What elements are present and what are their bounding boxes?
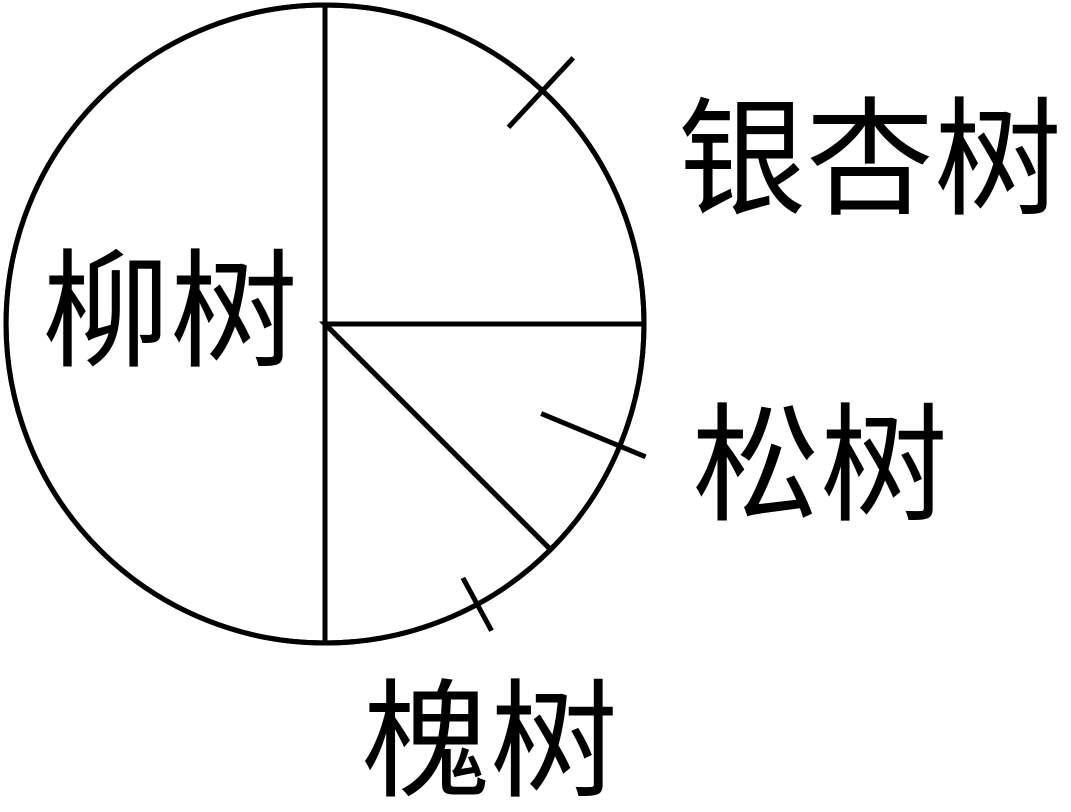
slice-label-pine: 松树 bbox=[692, 392, 948, 541]
pie-leader-lines bbox=[460, 56, 647, 632]
slice-label-willow: 柳树 bbox=[42, 238, 298, 387]
leader-line-pine bbox=[540, 411, 647, 460]
slice-label-ginkgo: 银杏树 bbox=[678, 86, 1062, 235]
slice-ginkgo bbox=[322, 2, 647, 327]
leader-line-locust bbox=[460, 576, 494, 632]
leader-line-ginkgo bbox=[506, 56, 576, 129]
slice-label-locust: 槐树 bbox=[362, 668, 618, 812]
slice-locust bbox=[322, 317, 555, 646]
pie-outline bbox=[3, 2, 647, 646]
